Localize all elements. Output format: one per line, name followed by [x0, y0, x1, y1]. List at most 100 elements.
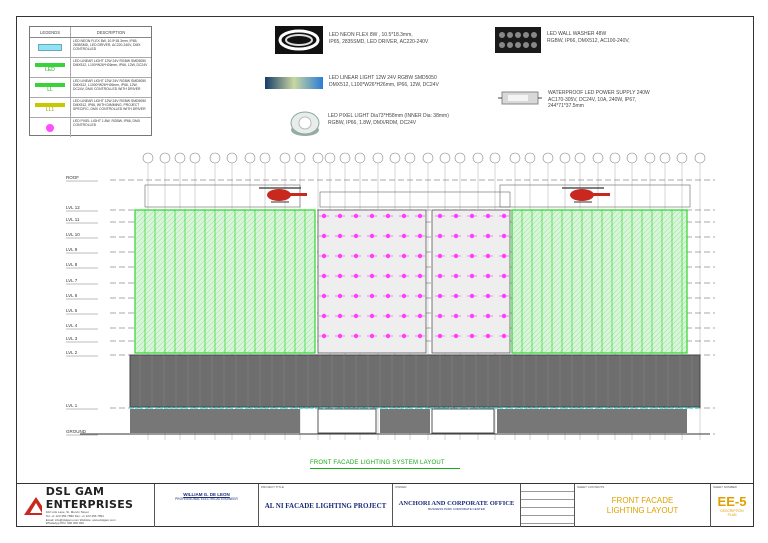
- hatch-line: [511, 209, 563, 261]
- hatch-line: [643, 309, 688, 354]
- hatch-line: [633, 299, 688, 354]
- legend-description: LED PIXEL LIGHT 1.8W, RGBW, IP66, DMX CO…: [73, 119, 141, 127]
- hatch-line: [134, 209, 246, 321]
- hatch-line: [134, 209, 161, 236]
- hatch-line: [134, 209, 181, 256]
- hatch-line: [134, 209, 141, 216]
- hatch-line: [134, 209, 226, 301]
- hatch-line: [511, 209, 638, 336]
- level-label: LVL 3: [66, 336, 78, 341]
- grid-bubble: [659, 152, 671, 164]
- grid-bubble: [324, 152, 336, 164]
- engineer-title: PROFESSIONAL ELECTRICAL ENGINEER: [175, 497, 238, 501]
- hatch-line: [511, 209, 618, 316]
- hatch-line: [683, 349, 688, 354]
- grid-bubble: [354, 152, 366, 164]
- hatch-line: [511, 209, 568, 266]
- level-label: LVL 1: [66, 403, 78, 408]
- hatch-line: [176, 214, 316, 354]
- hatch-line: [246, 284, 316, 354]
- hatch-line: [191, 229, 316, 354]
- hatch-line: [241, 279, 316, 354]
- hatch-line: [146, 209, 291, 354]
- base-mid: [380, 409, 430, 433]
- hatch-line: [511, 209, 558, 256]
- hatch-line: [511, 209, 643, 341]
- grid-bubble: [626, 152, 638, 164]
- facade-panel-center-left: [317, 209, 427, 354]
- grid-bubble: [542, 152, 554, 164]
- product-text-line: AC170-305V, DC24V, 10A, 240W, IP67,: [548, 96, 637, 103]
- grid-bubble: [676, 152, 688, 164]
- pixel-light-image: [290, 111, 320, 136]
- sheet-content-label: SHEET CONTENTS: [577, 485, 605, 489]
- grid-bubble: [524, 152, 536, 164]
- hatch-line: [236, 274, 316, 354]
- sheet-number-subtitle: DESCRIPTION PLAN: [720, 509, 744, 517]
- grid-bubble: [189, 152, 201, 164]
- sheet-number: EE-5: [717, 494, 747, 509]
- level-label: LVL 12: [66, 205, 80, 210]
- level-label: ROOF: [66, 175, 79, 180]
- client-cell: OWNER ANCHORI AND CORPORATE OFFICE BUSIN…: [393, 484, 521, 527]
- legend-symbol: [30, 118, 71, 137]
- hatch-line: [134, 209, 191, 266]
- hatch-line: [226, 264, 316, 354]
- hatch-line: [134, 209, 241, 316]
- grid-bubble: [489, 152, 501, 164]
- legend-row: LED NEON FLEX 8W, 10.5*18.3mm, IP65, 283…: [30, 38, 151, 58]
- hatch-line: [186, 224, 316, 354]
- roof-structure-right: [499, 184, 691, 208]
- hatch-line: [511, 209, 548, 246]
- base-right: [497, 409, 687, 433]
- company-phone: Tel: +1 123 456 7890 Fax: +1 123 456 789…: [45, 513, 104, 518]
- grid-bubble: [422, 152, 434, 164]
- legend-header-symbol: LEGENDS: [30, 27, 71, 37]
- sheet-number-cell: SHEET NUMBER EE-5 DESCRIPTION PLAN: [711, 484, 753, 527]
- hatch-line: [513, 209, 658, 354]
- hatch-line: [311, 349, 316, 354]
- podium-grid: [139, 355, 693, 407]
- legend-symbol: LL1: [30, 98, 71, 117]
- hatch-line: [296, 334, 316, 354]
- roof-structure-center: [319, 191, 511, 208]
- hatch-line: [638, 304, 688, 354]
- hatch-line: [511, 209, 603, 301]
- project-label: PROJECT TITLE: [261, 485, 284, 489]
- hatch-line: [141, 209, 286, 354]
- company-logo-icon: [24, 496, 42, 515]
- hatch-line: [511, 209, 583, 281]
- grid-bubble: [644, 152, 656, 164]
- hatch-line: [653, 319, 688, 354]
- sheet-title: FRONT FACADE LIGHTING LAYOUT: [606, 495, 679, 515]
- hatch-line: [134, 209, 211, 286]
- hatch-line: [558, 224, 688, 354]
- product-linear-light: LED LINEAR LIGHT 12W 24V RGBW SMD5050 DM…: [265, 73, 439, 93]
- podium-block: [129, 354, 701, 408]
- hatch-line: [134, 209, 186, 261]
- hatch-line: [511, 209, 648, 346]
- company-whatsapp: WhatsApp PIN: 000 000 000: [45, 521, 84, 526]
- legend-symbol: [30, 38, 71, 57]
- hatch-line: [301, 339, 316, 354]
- product-text-line: DMX512, L100*W26*H26mm, IP66, 12W, DC24V: [329, 81, 439, 88]
- product-text-line: LED LINEAR LIGHT 12W 24V RGBW SMD5050: [329, 75, 437, 81]
- hatch-line: [136, 209, 281, 354]
- hatch-line: [231, 269, 316, 354]
- base-entrance-1: [317, 408, 377, 434]
- product-text-line: RGBW, IP66, DMX512, AC100-240V,: [547, 37, 630, 44]
- hatch-line: [578, 244, 688, 354]
- grid-bubble: [592, 152, 604, 164]
- caption-underline: [310, 468, 460, 469]
- level-label: LVL 2: [66, 350, 78, 355]
- hatch-line: [134, 209, 201, 276]
- helicopter-icon: [259, 187, 307, 203]
- hatch-line: [553, 219, 688, 354]
- company-email: Email: info@dslgam.com Website: www.dslg…: [45, 517, 116, 522]
- level-label: LVL 6: [66, 293, 78, 298]
- power-supply-image: [498, 91, 542, 105]
- legend-table: LEGENDS DESCRIPTION LED NEON FLEX 8W, 10…: [29, 26, 152, 137]
- product-text-line: LED WALL WASHER 48W: [547, 31, 607, 37]
- product-pixel-light: LED PIXEL LIGHT Dia73*H58mm (INNER Dia: …: [288, 108, 449, 138]
